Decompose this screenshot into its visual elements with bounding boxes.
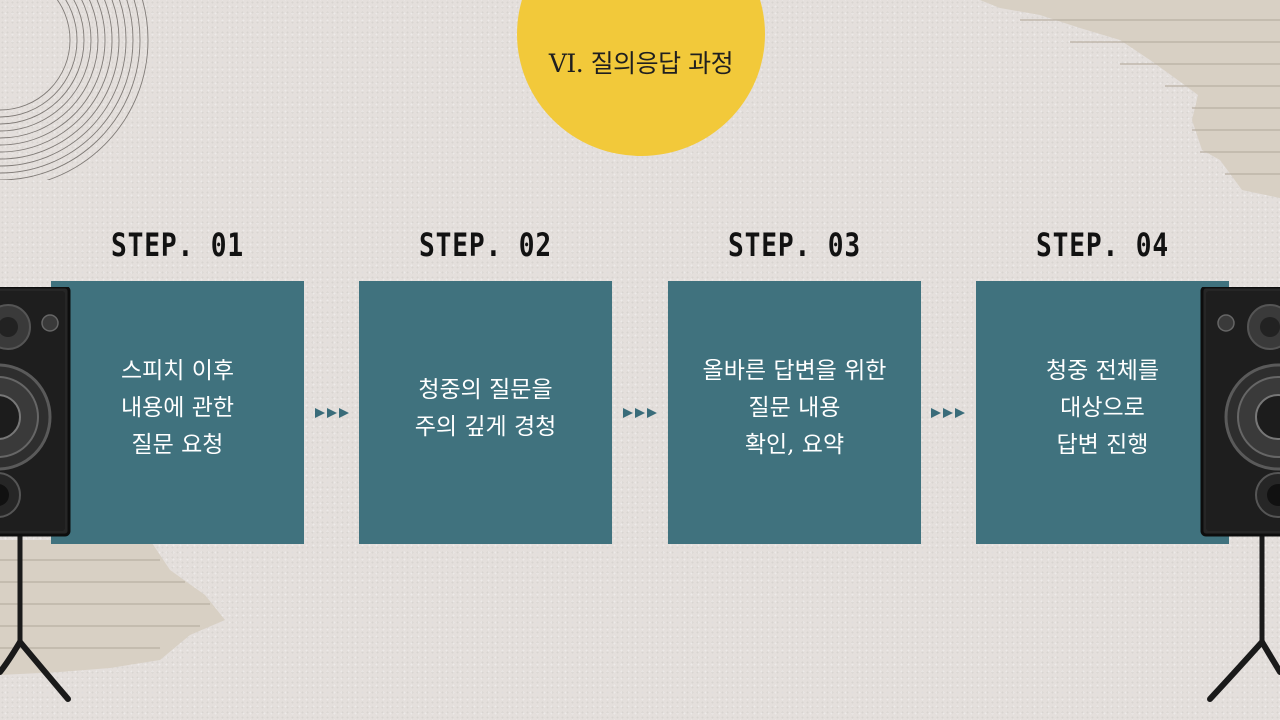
page-title: VI. 질의응답 과정 (548, 49, 734, 78)
step-box-4: 청중 전체를 대상으로 답변 진행 (976, 281, 1229, 544)
step-box-3: 올바른 답변을 위한 질문 내용 확인, 요약 (668, 281, 921, 544)
step-text-4: 청중 전체를 대상으로 답변 진행 (1045, 358, 1160, 458)
step-label-3: STEP. 03 (728, 226, 861, 264)
triple-arrow-icon (623, 408, 657, 418)
step-box-2: 청중의 질문을 주의 깊게 경청 (359, 281, 612, 544)
speaker-right-icon (1200, 287, 1280, 702)
step-label-2: STEP. 02 (419, 226, 552, 264)
step-text-1: 스피치 이후 내용에 관한 질문 요청 (120, 358, 235, 458)
triple-arrow-icon (315, 408, 349, 418)
step-label-1: STEP. 01 (111, 226, 244, 264)
step-box-1: 스피치 이후 내용에 관한 질문 요청 (51, 281, 304, 544)
torn-paper-top-right (980, 0, 1280, 198)
triple-arrow-icon (931, 408, 965, 418)
step-label-4: STEP. 04 (1036, 226, 1169, 264)
vinyl-record-icon (0, 0, 149, 180)
step-text-3: 올바른 답변을 위한 질문 내용 확인, 요약 (702, 358, 887, 458)
step-text-2: 청중의 질문을 주의 깊게 경청 (414, 376, 557, 440)
torn-paper-bottom-left (0, 540, 225, 675)
speaker-left-icon (0, 287, 71, 702)
